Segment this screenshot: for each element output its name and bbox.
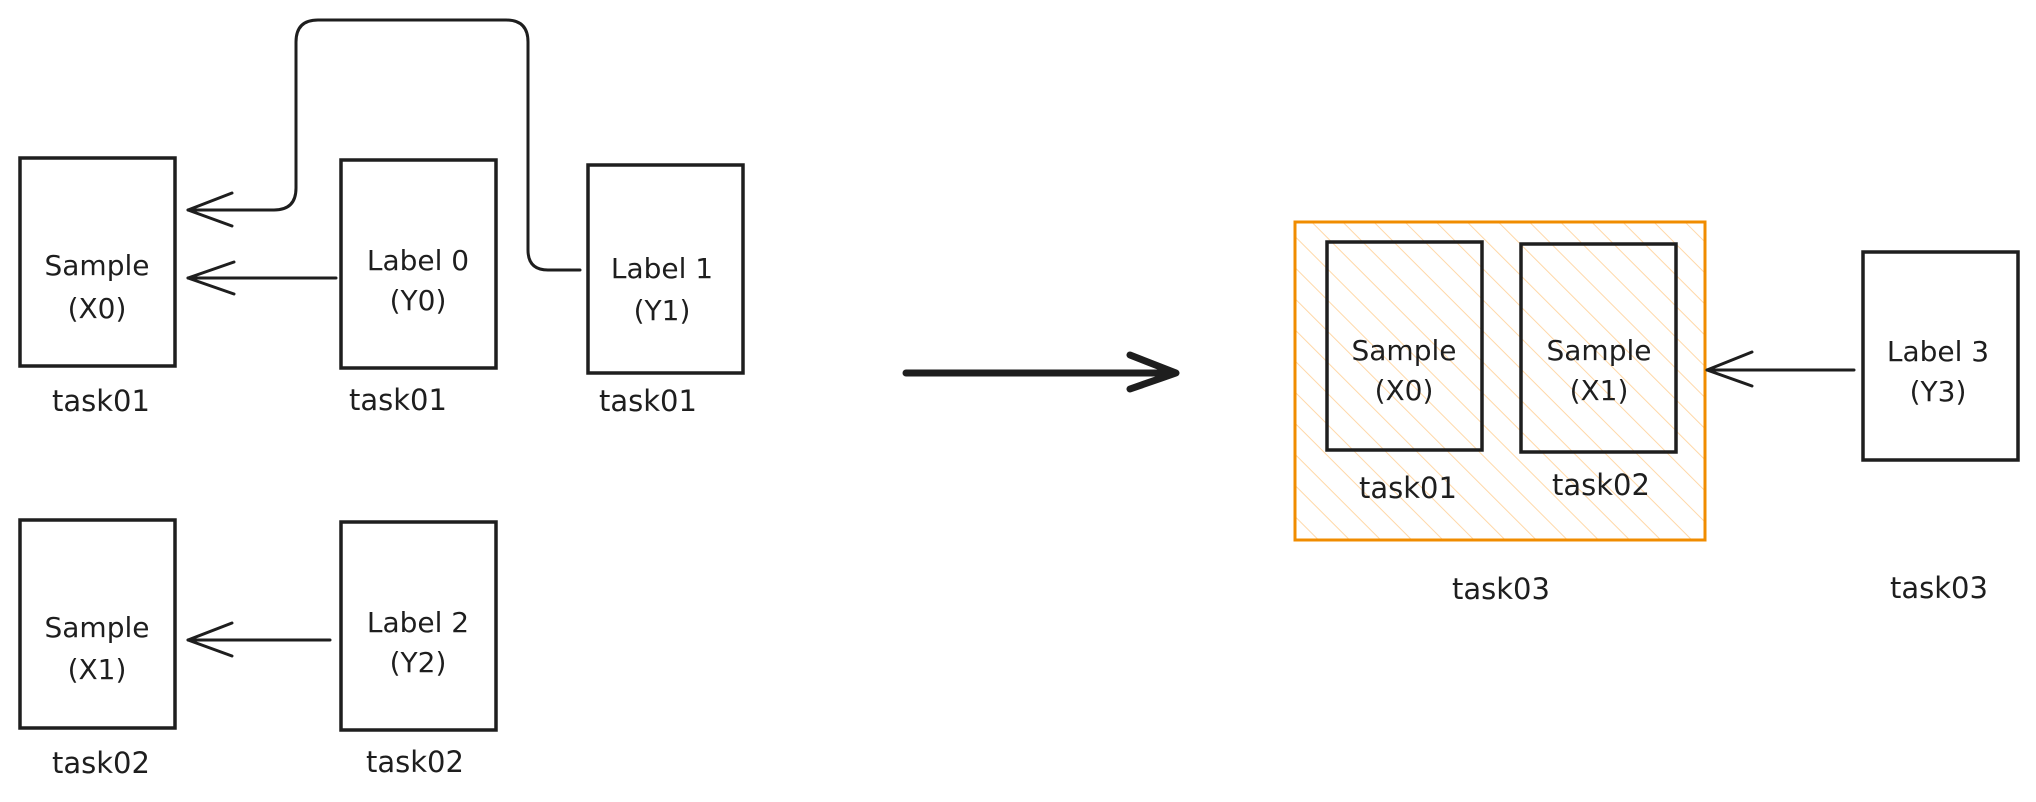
node-label1-line2: (Y1) [634, 294, 691, 327]
group-caption-task03: task03 [1452, 572, 1550, 606]
node-label1-line1: Label 1 [611, 252, 713, 285]
node-label2-y2-task02[interactable]: Label 2 (Y2) [339, 520, 498, 732]
node-sample-x1-task02[interactable]: Sample (X1) [18, 518, 177, 730]
node-sample-x0-line2: (X0) [68, 292, 127, 325]
group-node-sample-x0-task01[interactable]: Sample (X0) [1325, 240, 1484, 452]
group-node-sample-x1-task02[interactable]: Sample (X1) [1519, 242, 1678, 454]
edge-label2-to-sample-x1 [186, 621, 332, 658]
group-node-sample-x1-line2: (X1) [1570, 374, 1629, 407]
node-label1-y1-task01[interactable]: Label 1 (Y1) [586, 163, 745, 375]
group-node-sample-x0-line2: (X0) [1375, 374, 1434, 407]
group-caption-sample-x1: task02 [1552, 468, 1650, 502]
node-label2-line1: Label 2 [367, 606, 469, 639]
group-task03[interactable] [1293, 220, 1707, 542]
group-caption-sample-x0: task01 [1359, 471, 1457, 505]
edge-label3-to-group [1705, 350, 1856, 388]
caption-label0: task01 [349, 383, 447, 417]
node-sample-x0-task01[interactable]: Sample (X0) [18, 156, 177, 368]
node-label0-line1: Label 0 [367, 244, 469, 277]
node-label0-y0-task01[interactable]: Label 0 (Y0) [339, 158, 498, 370]
caption-label1: task01 [599, 384, 697, 418]
long-right-arrow-icon [902, 351, 1180, 393]
node-sample-x1-line1: Sample [45, 611, 150, 644]
group-node-sample-x1-line1: Sample [1547, 334, 1652, 367]
caption-label2: task02 [366, 745, 464, 779]
caption-sample-x1: task02 [52, 746, 150, 780]
node-sample-x0-line1: Sample [45, 249, 150, 282]
edge-label0-to-sample-x0 [186, 260, 338, 296]
node-label0-line2: (Y0) [390, 284, 447, 317]
edge-label1-to-sample-x0 [186, 18, 582, 272]
caption-label3: task03 [1890, 571, 1988, 605]
node-label2-line2: (Y2) [390, 646, 447, 679]
node-label3-line2: (Y3) [1910, 375, 1967, 408]
node-label3-y3-task03[interactable]: Label 3 (Y3) [1861, 250, 2020, 462]
caption-sample-x0: task01 [52, 384, 150, 418]
node-sample-x1-line2: (X1) [68, 653, 127, 686]
node-label3-line1: Label 3 [1887, 335, 1989, 368]
group-node-sample-x0-line1: Sample [1352, 334, 1457, 367]
